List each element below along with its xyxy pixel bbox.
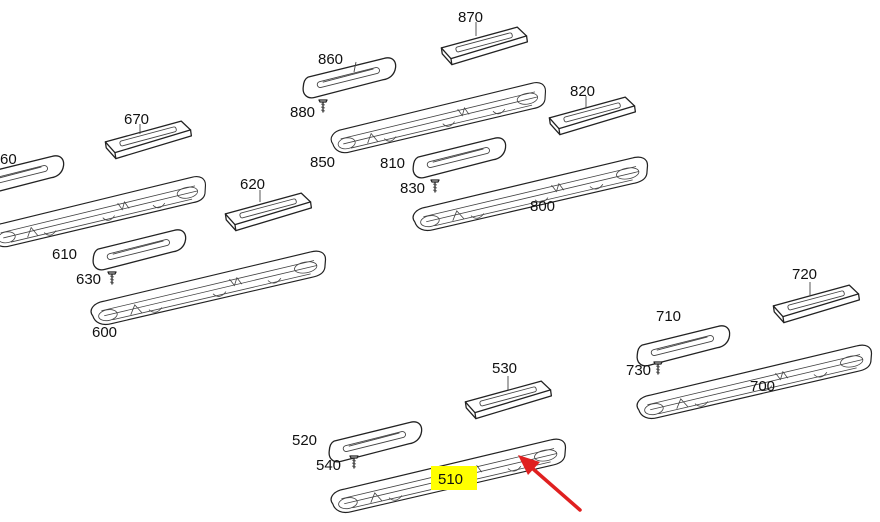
screw-730 <box>653 361 663 375</box>
group-800 <box>408 95 653 234</box>
group-500 <box>325 376 571 516</box>
label-810: 810 <box>380 155 405 172</box>
group-700 <box>632 282 877 422</box>
label-510: 510 <box>438 471 463 488</box>
label-820: 820 <box>570 83 595 100</box>
label-700: 700 <box>750 378 775 395</box>
label-530: 530 <box>492 360 517 377</box>
label-600: 600 <box>92 324 117 341</box>
pad-810 <box>409 136 510 180</box>
cover-530 <box>463 379 554 421</box>
group-850 <box>299 22 551 156</box>
group-600 <box>86 190 331 328</box>
label-630: 630 <box>76 271 101 288</box>
label-660: 60 <box>0 151 17 168</box>
label-730: 730 <box>626 362 651 379</box>
screw-830 <box>430 179 440 193</box>
cover-870 <box>439 25 530 67</box>
label-610: 610 <box>52 246 77 263</box>
label-880: 880 <box>290 104 315 121</box>
cover-820 <box>547 95 638 137</box>
pad-710 <box>633 324 734 368</box>
cover-620 <box>223 191 314 233</box>
label-870: 870 <box>458 9 483 26</box>
pad-520 <box>325 420 426 464</box>
pad-610 <box>89 228 190 272</box>
label-540: 540 <box>316 457 341 474</box>
screw-880 <box>318 99 328 113</box>
label-670: 670 <box>124 111 149 128</box>
pad-860 <box>299 56 400 100</box>
group-650 <box>0 119 211 250</box>
label-720: 720 <box>792 266 817 283</box>
rail-850 <box>326 80 551 156</box>
screw-540 <box>349 455 359 469</box>
label-710: 710 <box>656 308 681 325</box>
label-800: 800 <box>530 198 555 215</box>
screw-630 <box>107 271 117 285</box>
label-520: 520 <box>292 432 317 449</box>
cover-720 <box>771 283 862 325</box>
red-arrow <box>518 455 582 512</box>
label-860: 860 <box>318 51 343 68</box>
highlight-510 <box>431 466 477 490</box>
label-850: 850 <box>310 154 335 171</box>
label-620: 620 <box>240 176 265 193</box>
label-830: 830 <box>400 180 425 197</box>
